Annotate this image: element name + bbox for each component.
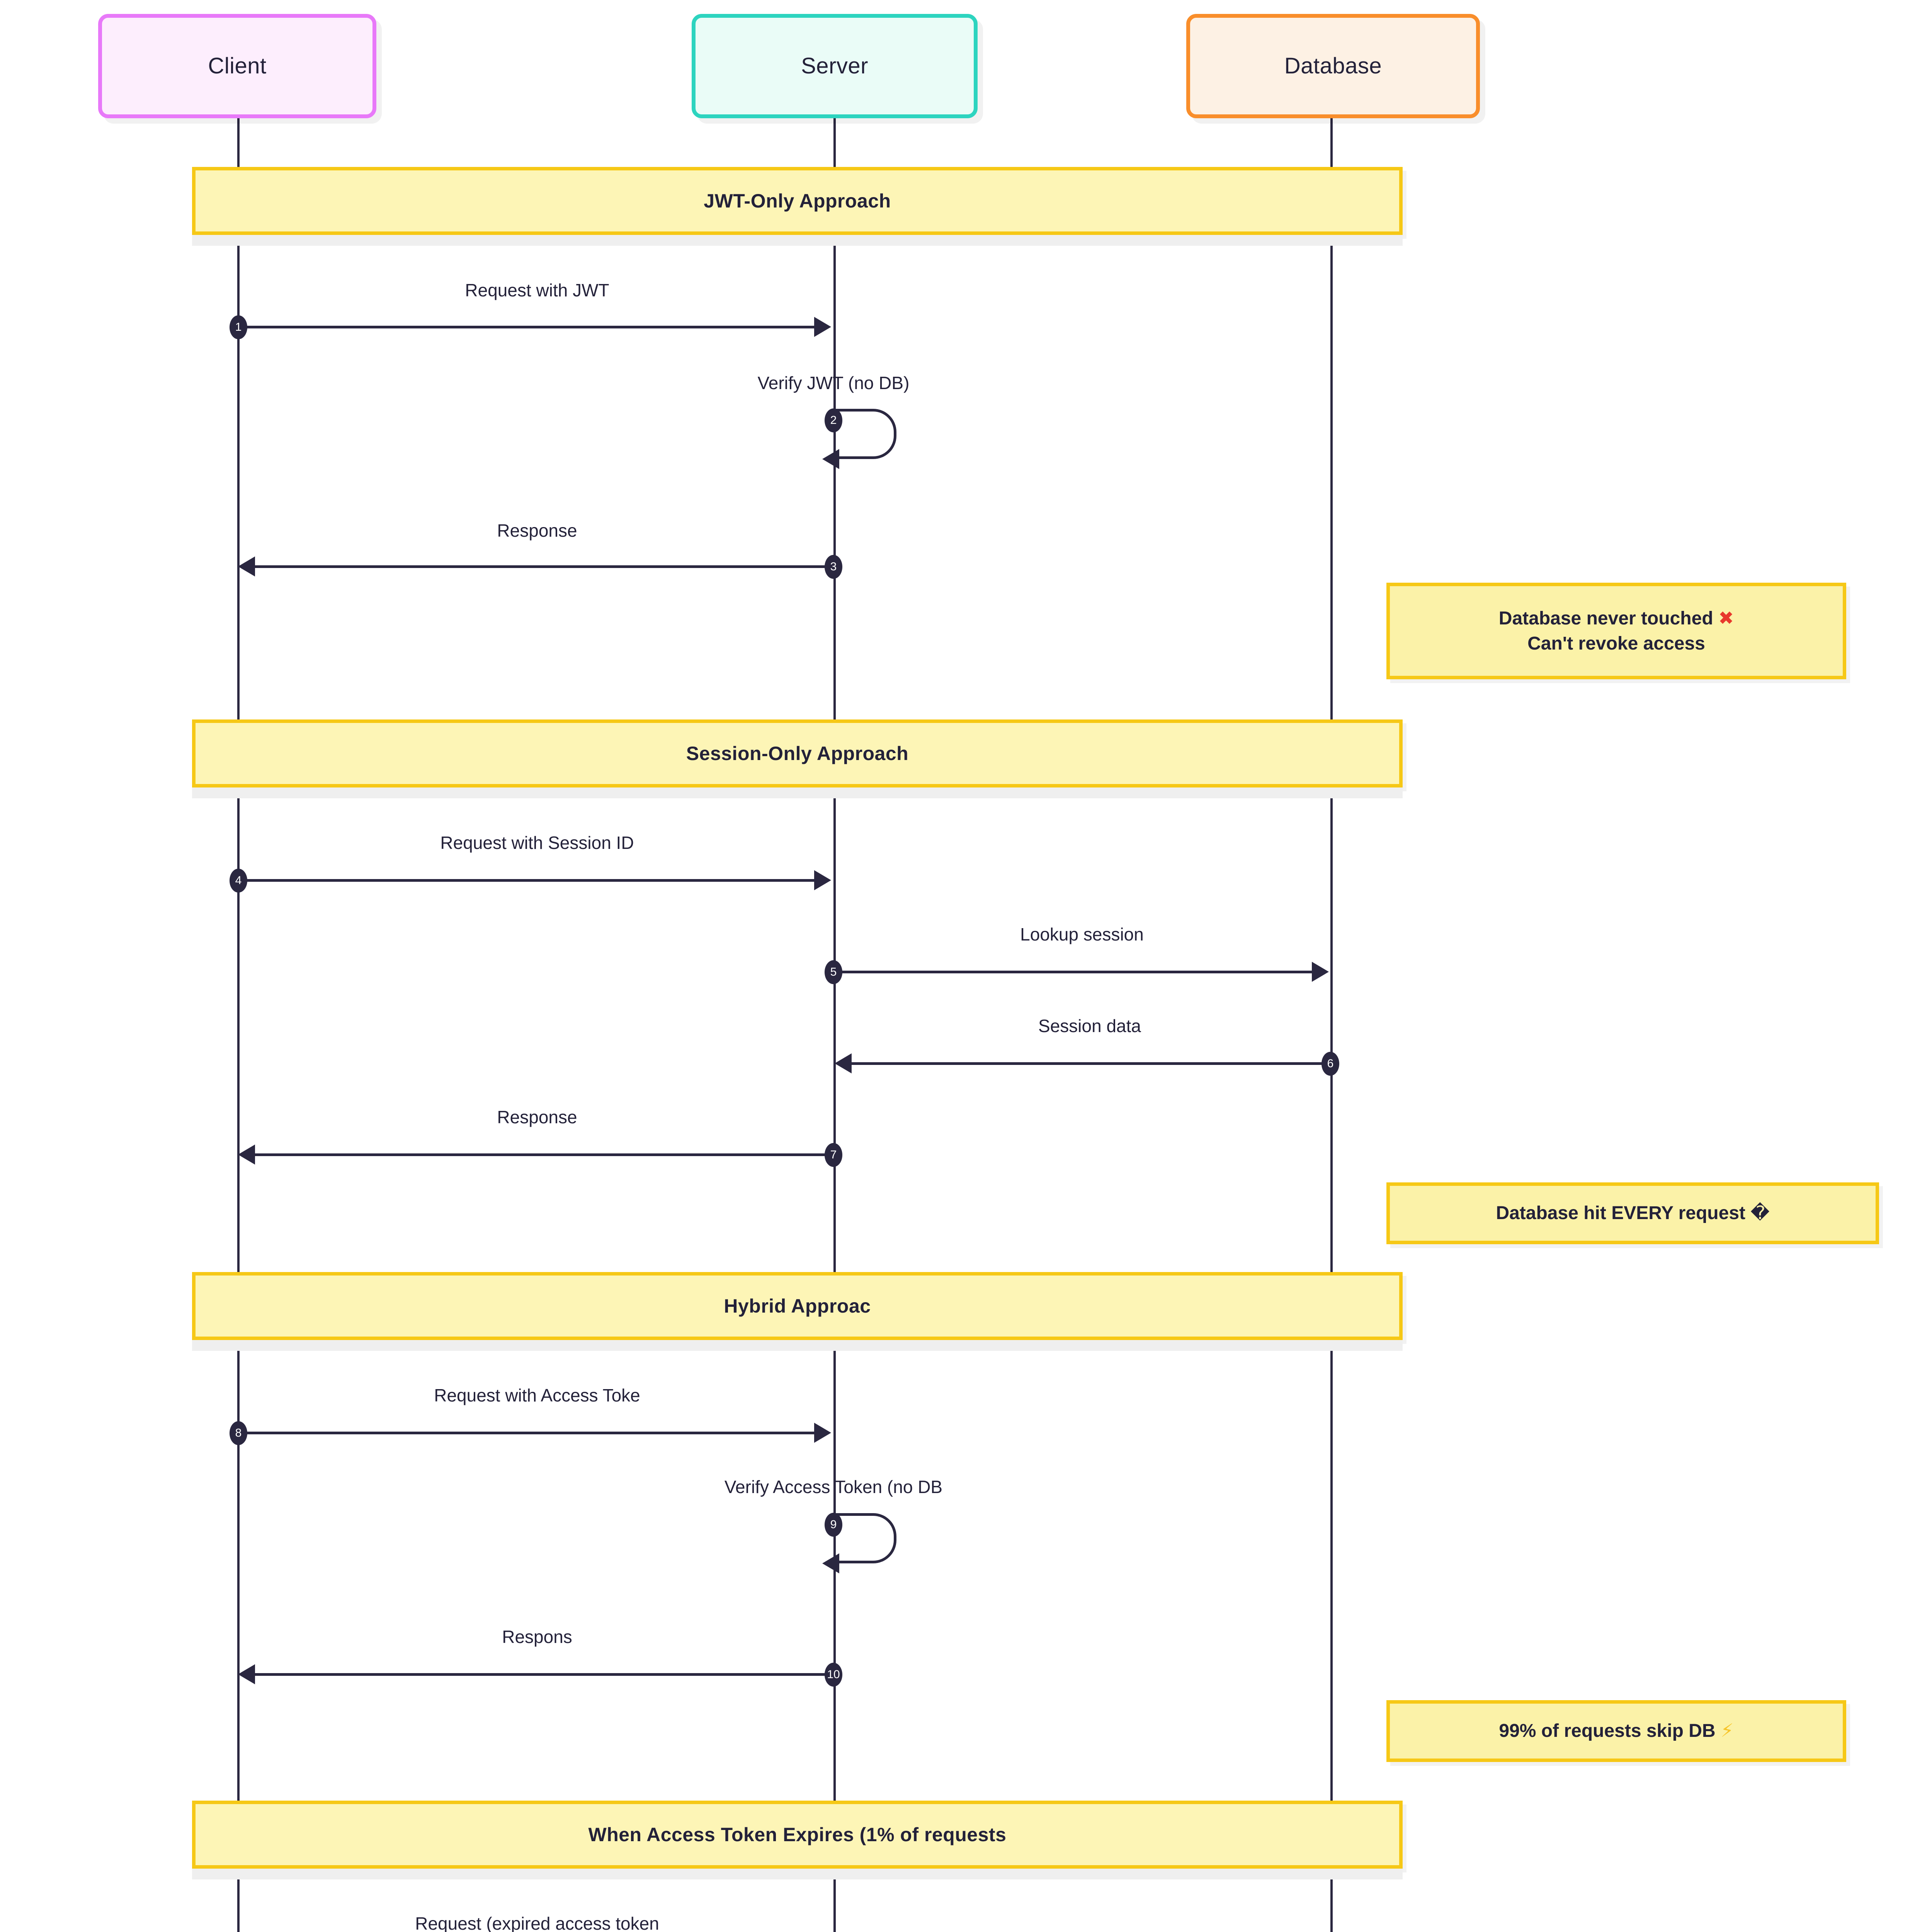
sequence-number-2: 2 [825, 408, 842, 432]
section-title-hybrid: Hybrid Approac [724, 1295, 871, 1317]
message-label-4: Request with Session ID [440, 833, 634, 853]
message-arrowhead-2 [822, 449, 839, 469]
participant-label-database-top: Database [1284, 53, 1382, 79]
message-arrowhead-1 [814, 317, 831, 337]
participant-box-database-top[interactable]: Database [1186, 14, 1480, 118]
section-bar-token-expires: When Access Token Expires (1% of request… [192, 1801, 1403, 1869]
message-arrowhead-3 [238, 556, 255, 577]
note-database-never-touched: Database never touched ✖ Can't revoke ac… [1386, 583, 1846, 679]
message-label-6: Session data [1038, 1016, 1141, 1036]
participant-label-client-top: Client [208, 53, 267, 79]
message-line-4 [238, 879, 814, 882]
sequence-number-10: 10 [825, 1663, 842, 1687]
lifeline-database [1330, 34, 1333, 1932]
message-line-1 [238, 326, 814, 328]
section-title-session-only: Session-Only Approach [686, 743, 909, 764]
participant-label-server-top: Server [801, 53, 868, 79]
message-label-1: Request with JWT [465, 280, 609, 300]
section-shade-session-only [192, 787, 1403, 798]
message-line-10 [255, 1673, 835, 1676]
message-selfloop-2 [835, 409, 896, 459]
lifeline-client [237, 34, 240, 1932]
message-arrowhead-9 [822, 1553, 839, 1573]
section-shade-hybrid [192, 1340, 1403, 1351]
message-label-3: Response [497, 520, 577, 541]
message-arrowhead-10 [238, 1664, 255, 1684]
section-bar-hybrid: Hybrid Approac [192, 1272, 1403, 1340]
message-line-6 [852, 1062, 1332, 1065]
note-text-3a: 99% of requests skip DB [1499, 1721, 1721, 1742]
message-arrowhead-6 [835, 1053, 852, 1073]
message-label-10: Respons [502, 1627, 572, 1647]
section-title-jwt-only: JWT-Only Approach [704, 190, 891, 212]
sequence-number-4: 4 [230, 869, 247, 893]
note-99-percent-skip-db: 99% of requests skip DB ⚡ [1386, 1700, 1846, 1762]
message-arrowhead-5 [1312, 962, 1329, 982]
note-line-1b: Can't revoke access [1527, 633, 1705, 654]
message-line-7 [255, 1153, 835, 1156]
high-voltage-icon: ⚡ [1720, 1720, 1734, 1742]
note-database-hit-every-request: Database hit EVERY request � [1386, 1182, 1879, 1244]
note-line-3a: 99% of requests skip DB ⚡ [1499, 1718, 1733, 1743]
participant-box-client-top[interactable]: Client [98, 14, 376, 118]
message-label-5: Lookup session [1020, 924, 1144, 944]
note-line-1a: Database never touched ✖ [1499, 606, 1734, 631]
message-label-9: Verify Access Token (no DB [724, 1477, 943, 1497]
replacement-character-icon: � [1750, 1202, 1770, 1224]
message-arrowhead-7 [238, 1145, 255, 1165]
note-text-2a: Database hit EVERY request [1496, 1203, 1751, 1224]
section-bar-jwt-only: JWT-Only Approach [192, 167, 1403, 235]
note-text-1a: Database never touched [1498, 608, 1718, 629]
message-line-8 [238, 1432, 814, 1434]
message-line-5 [835, 971, 1312, 973]
message-label-2: Verify JWT (no DB) [757, 373, 910, 393]
message-selfloop-9 [835, 1513, 896, 1563]
section-shade-token-expires [192, 1869, 1403, 1879]
sequence-number-6: 6 [1321, 1052, 1339, 1076]
section-bar-session-only: Session-Only Approach [192, 719, 1403, 787]
participant-box-server-top[interactable]: Server [692, 14, 978, 118]
message-label-11: Request (expired access token [415, 1913, 659, 1932]
sequence-number-1: 1 [230, 315, 247, 339]
note-line-2a: Database hit EVERY request � [1496, 1201, 1769, 1226]
message-line-3 [255, 565, 835, 568]
sequence-number-8: 8 [230, 1421, 247, 1445]
sequence-number-3: 3 [825, 555, 842, 579]
cross-mark-icon: ✖ [1718, 607, 1734, 629]
sequence-number-5: 5 [825, 960, 842, 984]
message-arrowhead-4 [814, 870, 831, 890]
sequence-number-9: 9 [825, 1513, 842, 1537]
section-title-token-expires: When Access Token Expires (1% of request… [588, 1824, 1007, 1845]
message-arrowhead-8 [814, 1423, 831, 1443]
section-shade-jwt-only [192, 235, 1403, 246]
sequence-number-7: 7 [825, 1143, 842, 1167]
message-label-7: Response [497, 1107, 577, 1127]
message-label-8: Request with Access Toke [434, 1385, 640, 1405]
